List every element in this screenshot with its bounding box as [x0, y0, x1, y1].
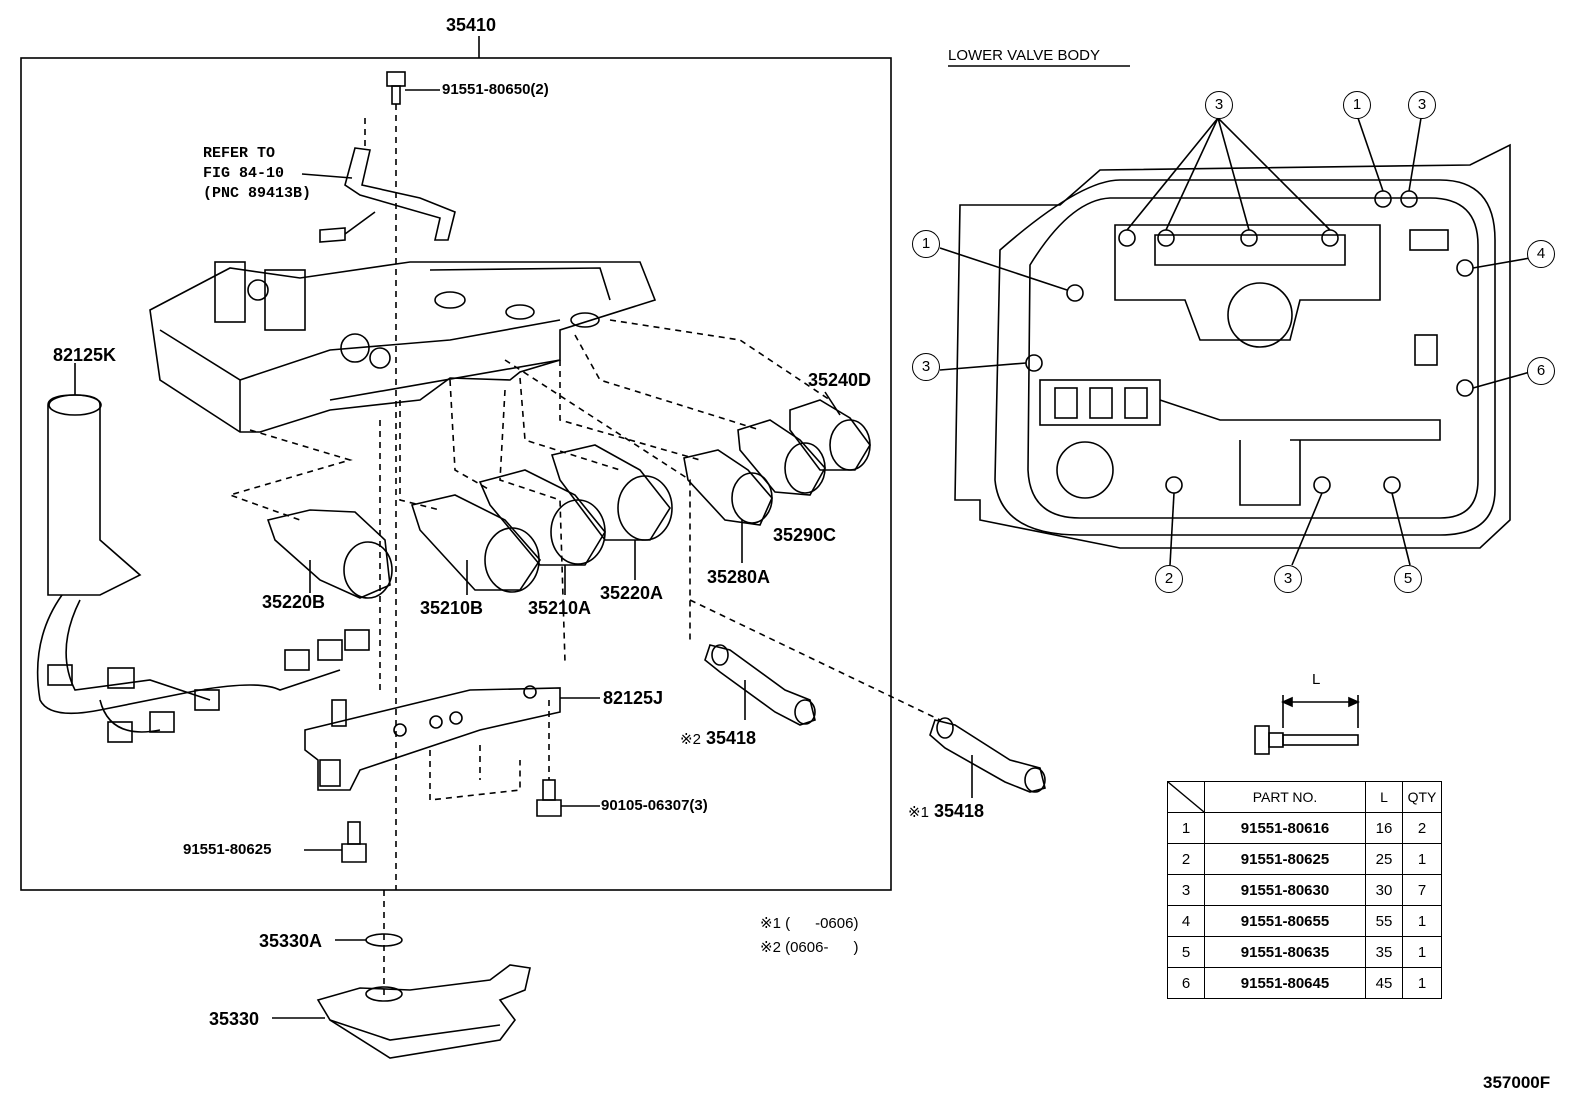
- row-part-no: 91551-80616: [1204, 812, 1366, 844]
- label-35240d: 35240D: [808, 370, 872, 390]
- table-header-row: PART NO. L QTY: [1167, 781, 1442, 813]
- callout-1-left: 1: [912, 230, 940, 258]
- callout-2: 2: [1155, 565, 1183, 593]
- row-length: 45: [1365, 967, 1403, 999]
- bolt-length-icon: [1254, 695, 1360, 755]
- label-35290c: 35290C: [773, 525, 837, 545]
- table-row: 4 91551-80655 55 1: [1167, 905, 1442, 937]
- table-row: 6 91551-80645 45 1: [1167, 967, 1442, 999]
- bolt-90105-icon: [536, 779, 562, 817]
- bolt-length-label: L: [1312, 671, 1321, 688]
- callout-3-topright: 3: [1408, 91, 1436, 119]
- label-plug-1-number: 35418: [933, 801, 984, 821]
- table-row: 5 91551-80635 35 1: [1167, 936, 1442, 968]
- row-part-no: 91551-80645: [1204, 967, 1366, 999]
- row-qty: 1: [1402, 843, 1442, 875]
- label-35220b: 35220B: [262, 592, 326, 612]
- callout-3-bottom: 3: [1274, 565, 1302, 593]
- table-header-partno: PART NO.: [1204, 781, 1366, 813]
- row-qty: 7: [1402, 874, 1442, 906]
- row-index: 2: [1167, 843, 1205, 875]
- solenoid-35210b-icon: [410, 494, 542, 595]
- row-qty: 1: [1402, 967, 1442, 999]
- row-part-no: 91551-80630: [1204, 874, 1366, 906]
- lower-valve-body-icon: [954, 143, 1511, 549]
- solenoid-35210a-icon: [478, 469, 606, 595]
- solenoid-35290c-icon: [737, 419, 826, 496]
- callout-5: 5: [1394, 565, 1422, 593]
- table-row: 3 91551-80630 30 7: [1167, 874, 1442, 906]
- solenoid-35280a-icon: [683, 449, 773, 563]
- callout-1-top: 1: [1343, 91, 1371, 119]
- row-qty: 2: [1402, 812, 1442, 844]
- table-header-corner: [1167, 781, 1205, 813]
- callout-3-top: 3: [1205, 91, 1233, 119]
- linkage-part-icon: [319, 147, 456, 243]
- note-1: ※1 ( -0606): [760, 915, 859, 932]
- label-plug-2: ※2 35418: [680, 729, 756, 747]
- row-index: 1: [1167, 812, 1205, 844]
- table-row: 2 91551-80625 25 1: [1167, 843, 1442, 875]
- row-index: 3: [1167, 874, 1205, 906]
- assembly-number: 35410: [446, 15, 497, 35]
- row-length: 30: [1365, 874, 1403, 906]
- row-length: 16: [1365, 812, 1403, 844]
- row-part-no: 91551-80655: [1204, 905, 1366, 937]
- row-qty: 1: [1402, 905, 1442, 937]
- row-index: 5: [1167, 936, 1205, 968]
- bolt-80625-icon: [341, 821, 367, 863]
- bolt-parts-table: PART NO. L QTY 1 91551-80616 16 2 2 9155…: [1167, 781, 1442, 999]
- callout-4: 4: [1527, 240, 1555, 268]
- label-plug-1-prefix: ※1: [908, 804, 929, 821]
- table-header-qty: QTY: [1402, 781, 1442, 813]
- callout-leaders: [939, 117, 1531, 566]
- corner-diagonal-icon: [1168, 782, 1204, 812]
- figure-code: 357000F: [1483, 1073, 1551, 1092]
- label-plug-1: ※1 35418: [908, 802, 984, 820]
- row-index: 4: [1167, 905, 1205, 937]
- label-35210a: 35210A: [528, 598, 592, 618]
- row-length: 25: [1365, 843, 1403, 875]
- oil-strainer-icon: [316, 964, 531, 1059]
- label-plug-2-prefix: ※2: [680, 731, 701, 748]
- wiring-harness-icon: [36, 363, 370, 743]
- callout-3-left: 3: [912, 353, 940, 381]
- note-2: ※2 (0606- ): [760, 939, 859, 956]
- row-length: 35: [1365, 936, 1403, 968]
- bolt-position-markers: [1025, 190, 1474, 494]
- row-index: 6: [1167, 967, 1205, 999]
- label-35330a: 35330A: [259, 931, 323, 951]
- solenoid-bracket-icon: [304, 685, 561, 791]
- label-80625: 91551-80625: [183, 841, 272, 858]
- bolt-top-icon: [386, 71, 406, 105]
- label-35210b: 35210B: [420, 598, 484, 618]
- label-refer-to: REFER TO FIG 84-10 (PNC 89413B): [203, 145, 312, 202]
- label-35330: 35330: [209, 1009, 260, 1029]
- label-90105: 90105-06307(3): [601, 797, 708, 814]
- table-header-l: L: [1365, 781, 1403, 813]
- label-82125j: 82125J: [603, 688, 664, 708]
- row-part-no: 91551-80625: [1204, 843, 1366, 875]
- label-35280a: 35280A: [707, 567, 771, 587]
- lower-valve-body-title: LOWER VALVE BODY: [948, 47, 1100, 64]
- valve-body-icon: [149, 261, 657, 433]
- solenoid-35220b-icon: [266, 509, 393, 599]
- label-35220a: 35220A: [600, 583, 664, 603]
- plug-35418-1-icon: [929, 717, 1046, 793]
- row-length: 55: [1365, 905, 1403, 937]
- row-qty: 1: [1402, 936, 1442, 968]
- plug-35418-2-icon: [704, 644, 816, 726]
- callout-6: 6: [1527, 357, 1555, 385]
- label-plug-2-number: 35418: [705, 728, 756, 748]
- assembly-frame: [20, 57, 892, 891]
- label-bolt-top: 91551-80650(2): [442, 81, 549, 98]
- table-row: 1 91551-80616 16 2: [1167, 812, 1442, 844]
- row-part-no: 91551-80635: [1204, 936, 1366, 968]
- solenoid-35220a-icon: [550, 444, 673, 580]
- label-82125k: 82125K: [53, 345, 117, 365]
- solenoid-35240d-icon: [789, 391, 871, 471]
